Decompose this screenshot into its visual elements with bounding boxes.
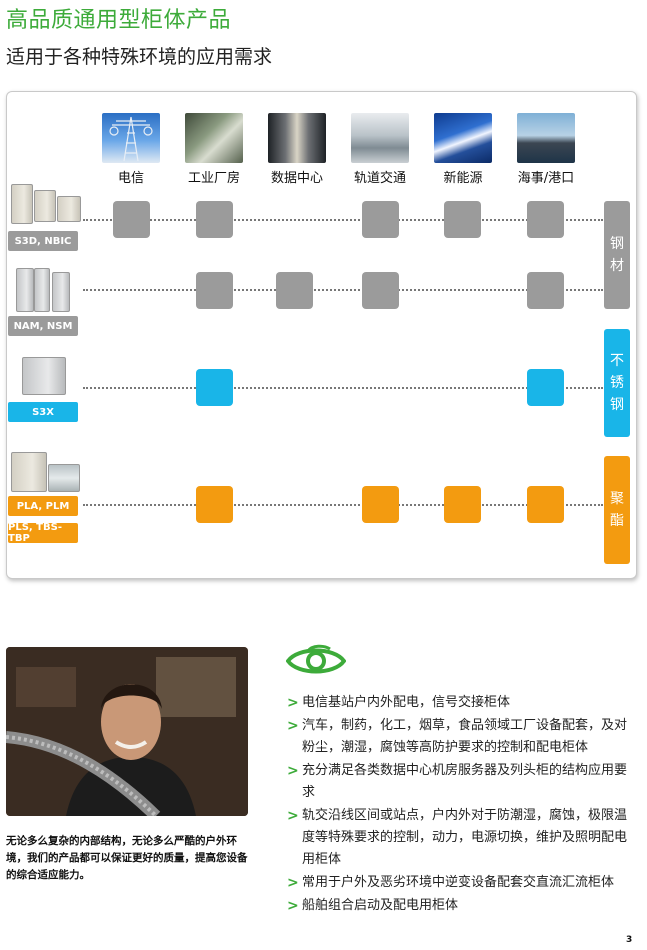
- nsm-cabinet-image: [52, 272, 70, 312]
- bullet-text: 常用于户外及恶劣环境中逆变设备配套交直流汇流柜体: [302, 875, 615, 890]
- application-square: [444, 486, 481, 523]
- material-label-polyester: 聚 酯: [604, 456, 630, 564]
- app-label-renewable: 新能源: [443, 171, 483, 186]
- material-label-steel: 钢 材: [604, 201, 630, 309]
- eye-icon: [285, 641, 347, 685]
- app-label-telecom: 电信: [117, 171, 144, 186]
- application-square: [362, 486, 399, 523]
- pls-box-image: [48, 464, 80, 492]
- application-square: [444, 201, 481, 238]
- list-item: >常用于户外及恶劣环境中逆变设备配套交直流汇流柜体: [287, 872, 637, 894]
- industrial-plant-photo: [185, 113, 243, 163]
- material-char: 钢: [610, 397, 624, 413]
- application-square: [113, 201, 150, 238]
- chevron-right-icon: >: [287, 718, 299, 734]
- ship-port-photo: [517, 113, 575, 163]
- app-column-rail: 轨道交通: [348, 113, 412, 186]
- product-label-pla-plm: PLA, PLM: [8, 496, 78, 516]
- product-label-nam-nsm: NAM, NSM: [8, 316, 78, 336]
- app-label-rail: 轨道交通: [353, 171, 406, 186]
- photo-caption: 无论多么复杂的内部结构，无论多么严酷的户外环境，我们的产品都可以保证更好的质量，…: [6, 835, 248, 881]
- engineer-photo: [6, 647, 248, 816]
- material-char: 锈: [610, 375, 624, 391]
- application-square: [527, 369, 564, 406]
- app-column-datacenter: 数据中心: [265, 113, 329, 186]
- application-square: [362, 272, 399, 309]
- list-item: >船舶组合启动及配电用柜体: [287, 895, 637, 917]
- row-line-pla-plm: [83, 504, 603, 506]
- chevron-right-icon: >: [287, 808, 299, 824]
- app-column-telecom: 电信: [99, 113, 163, 186]
- row-line-s3d-nbic: [83, 219, 603, 221]
- material-char: 不: [610, 353, 624, 369]
- application-square: [196, 201, 233, 238]
- material-char: 酯: [610, 513, 624, 529]
- data-center-photo: [268, 113, 326, 163]
- app-label-marine: 海事/港口: [517, 171, 575, 186]
- row-line-nam-nsm: [83, 289, 603, 291]
- nbic-box-image: [57, 196, 81, 222]
- app-label-datacenter: 数据中心: [270, 171, 323, 186]
- product-label-s3d-nbic: S3D, NBIC: [8, 231, 78, 251]
- material-label-stainless: 不 锈 钢: [604, 329, 630, 437]
- nbic-cabinet-image: [34, 190, 56, 222]
- page-title: 高品质通用型柜体产品: [6, 8, 232, 33]
- product-label-s3x: S3X: [8, 402, 78, 422]
- nam-cabinet-image-2: [34, 268, 50, 312]
- material-char: 钢: [610, 236, 624, 252]
- app-label-industrial: 工业厂房: [187, 171, 240, 186]
- rail-transit-photo: [351, 113, 409, 163]
- telecom-tower-photo: [102, 113, 160, 163]
- list-item: >电信基站户内外配电，信号交接柜体: [287, 692, 637, 714]
- app-column-renewable: 新能源: [431, 113, 495, 186]
- bullet-text: 充分满足各类数据中心机房服务器及列头柜的结构应用要求: [302, 763, 628, 800]
- solar-energy-photo: [434, 113, 492, 163]
- application-bullet-list: >电信基站户内外配电，信号交接柜体 >汽车，制药，化工，烟草，食品领域工厂设备配…: [287, 692, 637, 918]
- chevron-right-icon: >: [287, 875, 299, 891]
- application-square: [276, 272, 313, 309]
- s3x-cabinet-image: [22, 357, 66, 395]
- application-square: [527, 486, 564, 523]
- bullet-text: 电信基站户内外配电，信号交接柜体: [302, 695, 511, 710]
- page-number: 3: [626, 935, 633, 945]
- product-label-pls-tbs-tbp: PLS, TBS-TBP: [8, 522, 78, 544]
- material-char: 材: [610, 258, 624, 274]
- bullet-text: 汽车，制药，化工，烟草，食品领域工厂设备配套，及对粉尘，潮湿，腐蚀等高防护要求的…: [302, 718, 628, 755]
- app-column-industrial: 工业厂房: [182, 113, 246, 186]
- row-line-s3x: [83, 387, 603, 389]
- application-square: [527, 201, 564, 238]
- pla-cabinet-image: [11, 452, 47, 492]
- bullet-text: 船舶组合启动及配电用柜体: [302, 898, 459, 913]
- application-square: [196, 486, 233, 523]
- nam-cabinet-image: [16, 268, 34, 312]
- list-item: >轨交沿线区间或站点，户内外对于防潮湿，腐蚀，极限温度等特殊要求的控制，动力，电…: [287, 805, 637, 871]
- application-square: [196, 272, 233, 309]
- application-square: [527, 272, 564, 309]
- material-char: 聚: [610, 491, 624, 507]
- page-subtitle: 适用于各种特殊环境的应用需求: [6, 46, 273, 68]
- app-column-marine: 海事/港口: [514, 113, 578, 186]
- application-square: [196, 369, 233, 406]
- bullet-text: 轨交沿线区间或站点，户内外对于防潮湿，腐蚀，极限温度等特殊要求的控制，动力，电源…: [302, 808, 628, 867]
- chevron-right-icon: >: [287, 695, 299, 711]
- chevron-right-icon: >: [287, 763, 299, 779]
- application-square: [362, 201, 399, 238]
- s3d-cabinet-image: [11, 184, 33, 224]
- list-item: >充分满足各类数据中心机房服务器及列头柜的结构应用要求: [287, 760, 637, 804]
- chevron-right-icon: >: [287, 898, 299, 914]
- list-item: >汽车，制药，化工，烟草，食品领域工厂设备配套，及对粉尘，潮湿，腐蚀等高防护要求…: [287, 715, 637, 759]
